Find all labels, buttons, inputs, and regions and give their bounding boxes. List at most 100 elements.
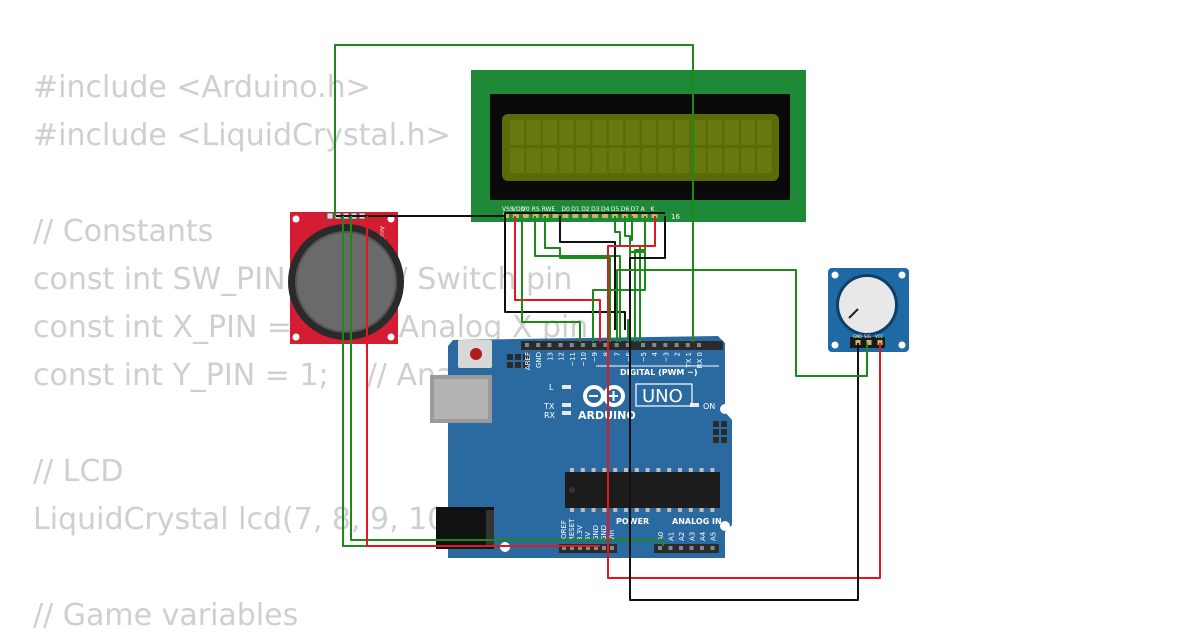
lcd-pin[interactable] (651, 212, 658, 218)
analog-pin[interactable] (679, 546, 683, 550)
chip-pin (634, 508, 639, 512)
lcd-cell (691, 120, 706, 145)
digital-pin[interactable] (641, 343, 645, 347)
joystick-pin-vcc[interactable] (326, 212, 334, 220)
pot-pin-gnd[interactable] (855, 340, 861, 345)
wire-green[interactable] (616, 269, 868, 377)
pot-knob[interactable] (839, 277, 895, 333)
digital-pin[interactable] (558, 343, 563, 347)
digital-pin[interactable] (603, 343, 608, 347)
pot-pin-sig[interactable] (866, 340, 872, 345)
digital-pin[interactable] (697, 343, 701, 347)
wire-red[interactable] (514, 216, 601, 342)
lcd-pin-label: A (641, 206, 646, 213)
digital-pin[interactable] (547, 343, 552, 347)
digital-pin-label: ~9 (591, 352, 599, 362)
lcd-pin-label: D7 (631, 206, 640, 213)
wire-black[interactable] (629, 216, 859, 601)
lcd-cell (642, 120, 656, 145)
chip-pin (667, 468, 672, 472)
wire-green[interactable] (544, 216, 611, 342)
digital-pin-label: ~3 (662, 352, 670, 362)
digital-pin-label: 12 (558, 352, 566, 361)
digital-pin[interactable] (614, 343, 619, 347)
lcd-pin-label: V0 (522, 206, 530, 213)
lcd-pin[interactable] (641, 212, 648, 218)
chip-pin (645, 468, 650, 472)
digital-pin-label: ~11 (569, 352, 577, 367)
wire-green[interactable] (534, 216, 621, 342)
icsp-pin (721, 437, 727, 443)
power-pin[interactable] (602, 546, 606, 550)
lcd-pin[interactable] (512, 212, 519, 218)
chip-pin (656, 468, 661, 472)
digital-pin[interactable] (625, 343, 630, 347)
lcd-pin[interactable] (522, 212, 529, 218)
lcd-pin[interactable] (552, 212, 559, 218)
digital-pin[interactable] (569, 343, 574, 347)
digital-pin[interactable] (685, 343, 690, 347)
digital-pin[interactable] (674, 343, 679, 347)
code-line: #include <LiquidCrystal.h> (33, 118, 451, 153)
wire-black[interactable] (504, 216, 626, 330)
wire-green[interactable] (350, 216, 664, 546)
digital-pin[interactable] (536, 343, 541, 347)
icsp-pin (713, 437, 719, 443)
chip-pin (688, 508, 693, 512)
power-pin[interactable] (578, 546, 582, 550)
joystick-module[interactable]: Analog Joystick (288, 212, 404, 344)
reset-button[interactable] (470, 348, 482, 360)
lcd-cell (625, 148, 640, 173)
power-pin-label: 3.3V (576, 525, 584, 541)
joystick-knob-rim (295, 231, 397, 333)
digital-pin[interactable] (652, 343, 657, 347)
digital-pin[interactable] (581, 343, 585, 347)
pot-pin-vcc[interactable] (877, 340, 883, 345)
wire-green[interactable] (521, 216, 581, 342)
analog-pin[interactable] (658, 546, 662, 550)
wire-green[interactable] (634, 216, 646, 342)
lcd-cell (757, 148, 772, 173)
lcd-pin[interactable] (562, 212, 569, 218)
wire-red[interactable] (607, 216, 881, 579)
analog-pin[interactable] (668, 546, 673, 550)
digital-pin-label: TX 1 (685, 352, 693, 369)
digital-pin[interactable] (592, 343, 597, 347)
joystick-knob[interactable] (296, 232, 396, 332)
power-pin[interactable] (562, 546, 566, 550)
icsp-pin (523, 362, 529, 368)
led-rx-label: RX (544, 411, 556, 420)
digital-pin[interactable] (525, 343, 529, 347)
lcd-pin[interactable] (572, 212, 579, 218)
lcd-pin[interactable] (532, 212, 539, 218)
lcd-pin[interactable] (582, 212, 589, 218)
lcd-pin[interactable] (621, 212, 628, 218)
icsp-pin (507, 362, 513, 368)
power-pin[interactable] (594, 546, 598, 550)
wire-black[interactable] (559, 216, 616, 330)
chip-pin (580, 468, 585, 472)
power-pin-label: Vin (608, 530, 616, 541)
analog-pin[interactable] (689, 546, 694, 550)
wire-red[interactable] (366, 216, 600, 547)
analog-pin[interactable] (710, 546, 715, 550)
lcd-pin[interactable] (542, 212, 549, 218)
wire-green[interactable] (592, 216, 646, 342)
analog-pin[interactable] (700, 546, 704, 550)
lcd-pin-label: D6 (621, 206, 630, 213)
digital-pin[interactable] (663, 343, 668, 347)
power-pin[interactable] (586, 546, 590, 550)
wire-green[interactable] (614, 216, 641, 342)
wire-green[interactable] (334, 44, 694, 342)
power-pin[interactable] (570, 546, 574, 550)
lcd-pin[interactable] (592, 212, 599, 218)
lcd-pin[interactable] (631, 212, 638, 218)
power-pin[interactable] (610, 546, 614, 550)
lcd-cell (592, 120, 607, 145)
lcd-pin[interactable] (611, 212, 618, 218)
lcd-pin[interactable] (602, 212, 608, 218)
wire-black[interactable] (336, 212, 665, 217)
